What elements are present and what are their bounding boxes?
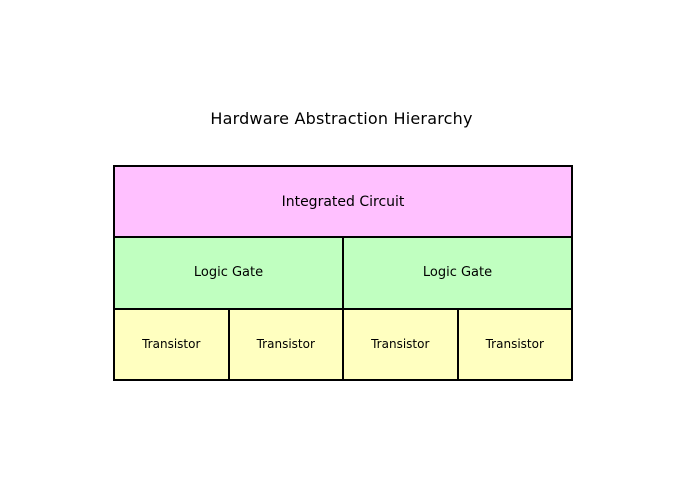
cell-label: Transistor — [256, 337, 315, 352]
cell-transistor-2: Transistor — [227, 309, 342, 379]
cell-logic-gate-2: Logic Gate — [342, 238, 571, 308]
cell-label: Transistor — [371, 337, 430, 352]
tier-integrated-circuit: Integrated Circuit — [115, 167, 571, 237]
cell-label: Logic Gate — [193, 265, 264, 281]
tier-logic-gate: Logic Gate Logic Gate — [115, 236, 571, 308]
cell-label: Integrated Circuit — [281, 193, 405, 210]
cell-transistor-3: Transistor — [342, 309, 457, 379]
cell-label: Transistor — [142, 337, 201, 352]
page-title: Hardware Abstraction Hierarchy — [210, 109, 473, 128]
cell-transistor-4: Transistor — [456, 309, 571, 379]
cell-logic-gate-1: Logic Gate — [115, 238, 342, 308]
hierarchy-diagram: Integrated Circuit Logic Gate Logic Gate… — [113, 165, 573, 381]
cell-label: Transistor — [485, 337, 544, 352]
tier-transistor: Transistor Transistor Transistor Transis… — [115, 307, 571, 379]
cell-integrated-circuit: Integrated Circuit — [115, 167, 571, 237]
cell-transistor-1: Transistor — [115, 309, 228, 379]
cell-label: Logic Gate — [422, 265, 493, 281]
